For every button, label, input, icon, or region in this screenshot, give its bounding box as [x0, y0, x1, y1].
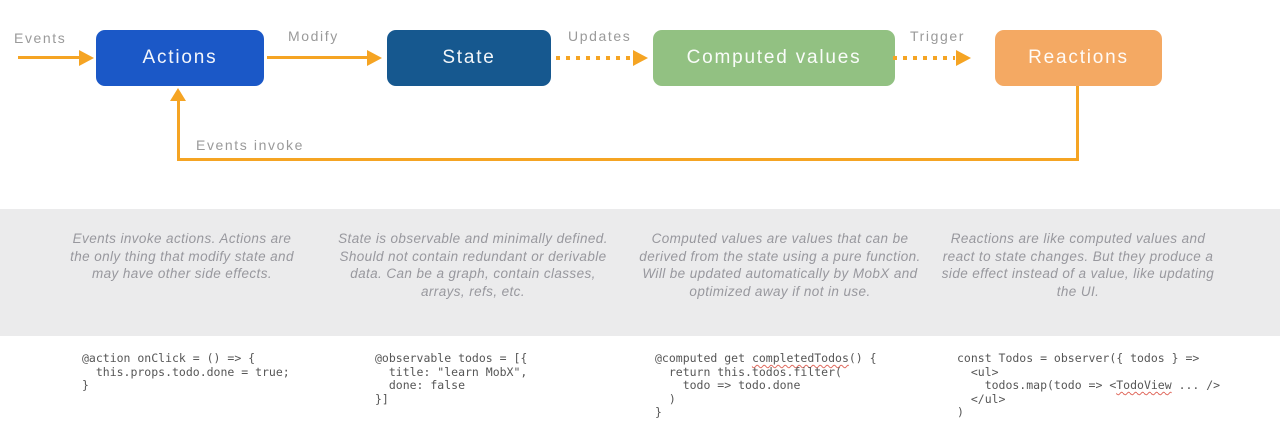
code-samples-row: @action onClick = () => { this.props.tod… [0, 336, 1280, 439]
code-block-computed: @computed get completedTodos() { return … [655, 351, 877, 419]
edge-label-modify: Modify [288, 28, 339, 44]
edge-label-trigger: Trigger [910, 28, 966, 44]
node-state: State [387, 30, 551, 86]
edge-label-events-invoke: Events invoke [196, 137, 304, 153]
node-actions-label: Actions [142, 47, 218, 68]
arrow-events-line [18, 56, 80, 59]
code-block-action: @action onClick = () => { this.props.tod… [82, 351, 290, 392]
feedback-line-left-vertical [177, 99, 180, 161]
feedback-line-horizontal [177, 158, 1079, 161]
node-reactions-label: Reactions [1028, 47, 1129, 68]
node-computed-values: Computed values [653, 30, 895, 86]
description-computed-values: Computed values are values that can be d… [639, 231, 921, 299]
feedback-line-right-vertical [1076, 86, 1079, 161]
node-reactions: Reactions [995, 30, 1162, 86]
arrow-updates-dotted-line [556, 56, 632, 60]
code-block-observer: const Todos = observer({ todos } => <ul>… [957, 351, 1221, 419]
feedback-arrow-up-head-icon [170, 88, 186, 101]
node-state-label: State [442, 47, 496, 68]
node-actions: Actions [96, 30, 264, 86]
description-reactions: Reactions are like computed values and r… [941, 231, 1215, 299]
code-block-observable: @observable todos = [{ title: "learn Mob… [375, 351, 528, 406]
description-actions: Events invoke actions. Actions are the o… [70, 231, 294, 281]
arrow-modify-line [267, 56, 368, 59]
arrow-events-head-icon [79, 50, 94, 66]
description-state: State is observable and minimally define… [338, 231, 608, 299]
edge-label-updates: Updates [568, 28, 632, 44]
arrow-modify-head-icon [367, 50, 382, 66]
edge-label-events: Events [14, 30, 67, 46]
mobx-flow-diagram: Events Actions Modify State Updates Comp… [0, 0, 1280, 209]
node-computed-values-label: Computed values [686, 47, 862, 68]
arrow-trigger-dotted-line [893, 56, 955, 60]
arrow-updates-head-icon [633, 50, 648, 66]
description-band: Events invoke actions. Actions are the o… [0, 209, 1280, 336]
arrow-trigger-head-icon [956, 50, 971, 66]
